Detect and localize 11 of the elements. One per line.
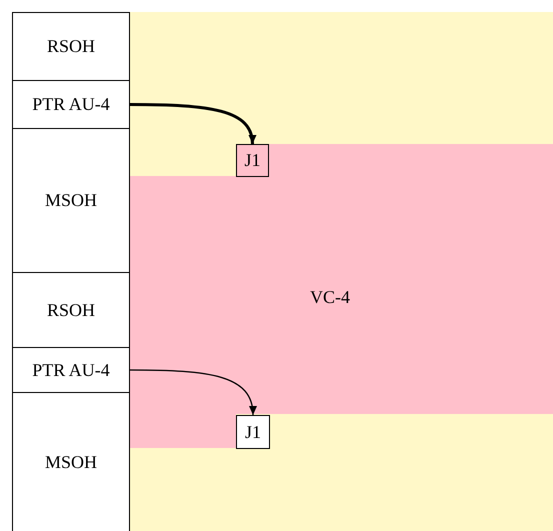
area-label: VC-4 bbox=[310, 287, 350, 308]
byte-box: J1 bbox=[236, 144, 269, 177]
overhead-row: PTR AU-4 bbox=[12, 80, 130, 129]
overhead-row: RSOH bbox=[12, 272, 130, 348]
overhead-row: RSOH bbox=[12, 12, 130, 81]
overhead-row: MSOH bbox=[12, 128, 130, 273]
arrow bbox=[130, 103, 256, 144]
byte-box: J1 bbox=[236, 415, 270, 449]
overhead-row: MSOH bbox=[12, 392, 130, 531]
overhead-row: PTR AU-4 bbox=[12, 347, 130, 393]
arrow bbox=[130, 369, 256, 416]
